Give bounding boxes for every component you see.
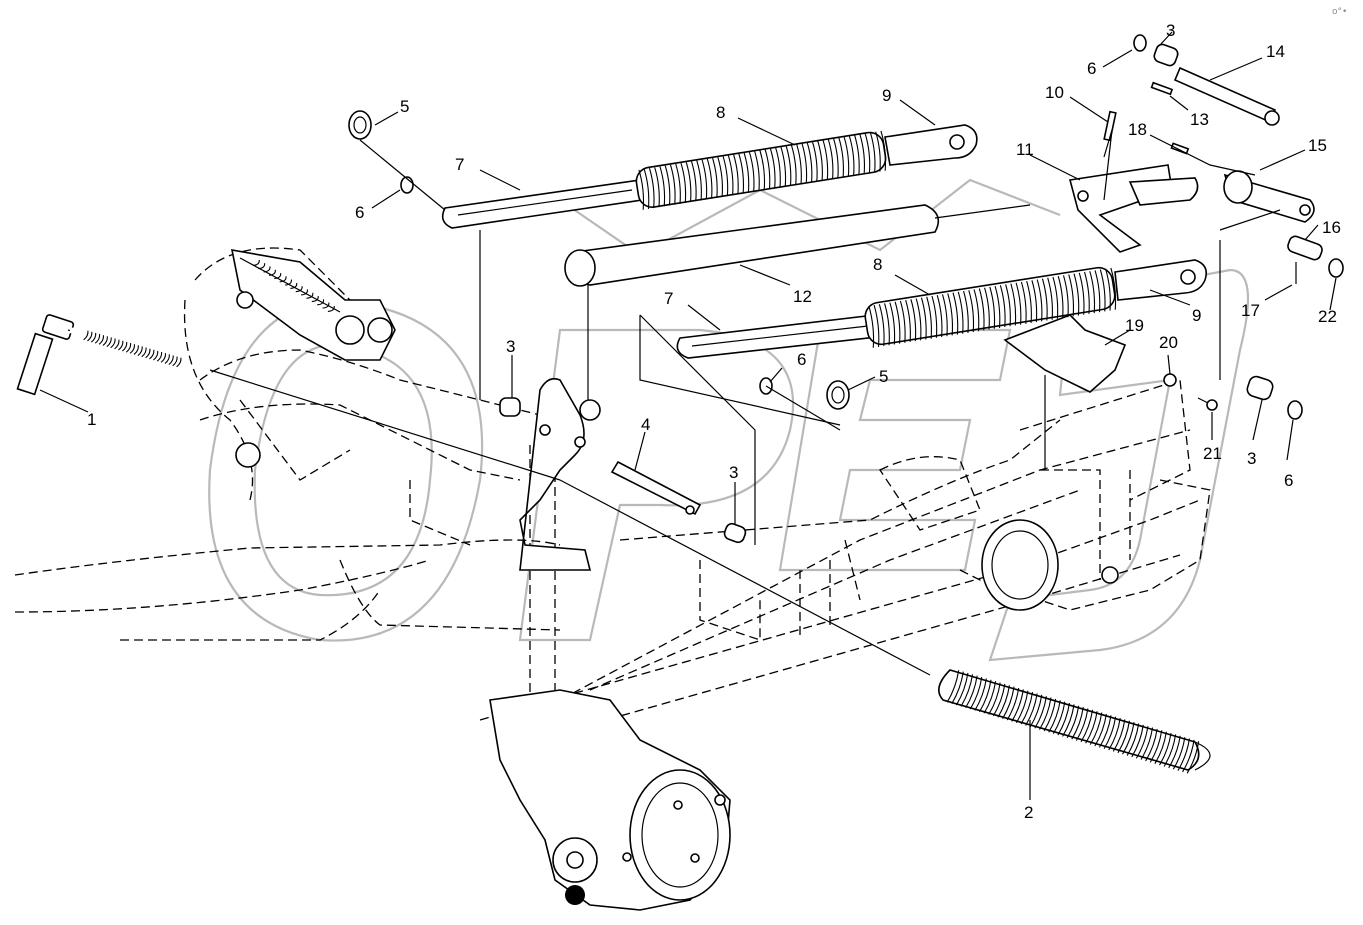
callout-6: 6: [1087, 59, 1096, 78]
leader-lines: [39, 31, 1337, 800]
part-13-pin-small: [1150, 81, 1174, 96]
callout-6: 6: [355, 203, 364, 222]
part-12-cylinder: [564, 204, 1031, 287]
part-11-bracket: [1068, 164, 1199, 253]
callout-3: 3: [1247, 449, 1256, 468]
coil-hatching: [638, 130, 887, 210]
callout-7: 7: [455, 155, 464, 174]
part-21-bolt: [1197, 397, 1218, 411]
callout-9: 9: [882, 86, 891, 105]
callout-15: 15: [1308, 136, 1327, 155]
callout-10: 10: [1045, 83, 1064, 102]
callout-13: 13: [1190, 110, 1209, 129]
part-8-spring-lower: [864, 266, 1116, 346]
part-9-clevis-lower: [1114, 259, 1208, 301]
frame-dashed-outline: [14, 247, 1211, 751]
part-7-rod-upper: [441, 179, 643, 229]
part-4-pin: [610, 460, 702, 516]
callout-3: 3: [1166, 21, 1175, 40]
callout-16: 16: [1322, 218, 1341, 237]
callout-3: 3: [506, 337, 515, 356]
callout-12: 12: [793, 287, 812, 306]
part-5-clip-lower: [826, 380, 850, 410]
callout-22: 22: [1318, 307, 1337, 326]
callout-7: 7: [664, 289, 673, 308]
part-10-pin: [1103, 110, 1117, 142]
part-6-washer-right: [1287, 400, 1303, 420]
part-16-sleeve: [1287, 235, 1323, 261]
corner-mark: o°•: [1332, 7, 1347, 17]
right-hub: [981, 519, 1119, 611]
part-3-bushing-left: [499, 397, 521, 417]
part-7-rod-lower: [676, 314, 878, 359]
callout-9: 9: [1192, 306, 1201, 325]
part-15-link: [1223, 170, 1315, 223]
callout-21: 21: [1203, 444, 1222, 463]
coil-hatching: [83, 330, 182, 368]
callout-5: 5: [400, 97, 409, 116]
part-9-clevis-upper: [884, 124, 978, 166]
callout-labels: 1 2 3 3 3 3 4 5 5 6 6 6 6 7 7 8 8 9 9 10…: [87, 21, 1341, 822]
callout-19: 19: [1125, 316, 1144, 335]
callout-11: 11: [1016, 140, 1034, 159]
part-18-pin: [1170, 142, 1190, 155]
part-20-nut: [1163, 373, 1177, 387]
coil-hatching: [946, 670, 1200, 774]
part-14-pin: [1173, 66, 1280, 126]
gearbox: [489, 689, 731, 911]
callout-20: 20: [1159, 333, 1178, 352]
lift-arm: [519, 377, 601, 571]
left-mechanism: [230, 249, 396, 468]
callout-18: 18: [1128, 120, 1147, 139]
part-22-ring: [1328, 258, 1344, 278]
part-2-spring: [938, 669, 1211, 771]
part-6-washer-top: [1133, 34, 1147, 52]
callout-6: 6: [797, 350, 806, 369]
callout-17: 17: [1241, 301, 1260, 320]
callout-3: 3: [729, 463, 738, 482]
callout-8: 8: [716, 103, 725, 122]
part-5-clip-upper: [348, 110, 372, 140]
callout-14: 14: [1266, 42, 1285, 61]
part-3-bushing-right: [1246, 375, 1274, 401]
callout-4: 4: [641, 415, 650, 434]
callout-6: 6: [1284, 471, 1293, 490]
coil-hatching: [868, 267, 1117, 348]
callout-2: 2: [1024, 803, 1033, 822]
callout-8: 8: [873, 255, 882, 274]
callout-1: 1: [87, 410, 96, 429]
part-1-adjusting-screw: [16, 314, 181, 396]
coil-hatching: [252, 259, 335, 312]
part-3-bushing-top: [1153, 43, 1179, 67]
part-3-bushing-mid: [723, 522, 747, 544]
callout-5: 5: [879, 367, 888, 386]
part-19-plate: [1003, 314, 1127, 393]
